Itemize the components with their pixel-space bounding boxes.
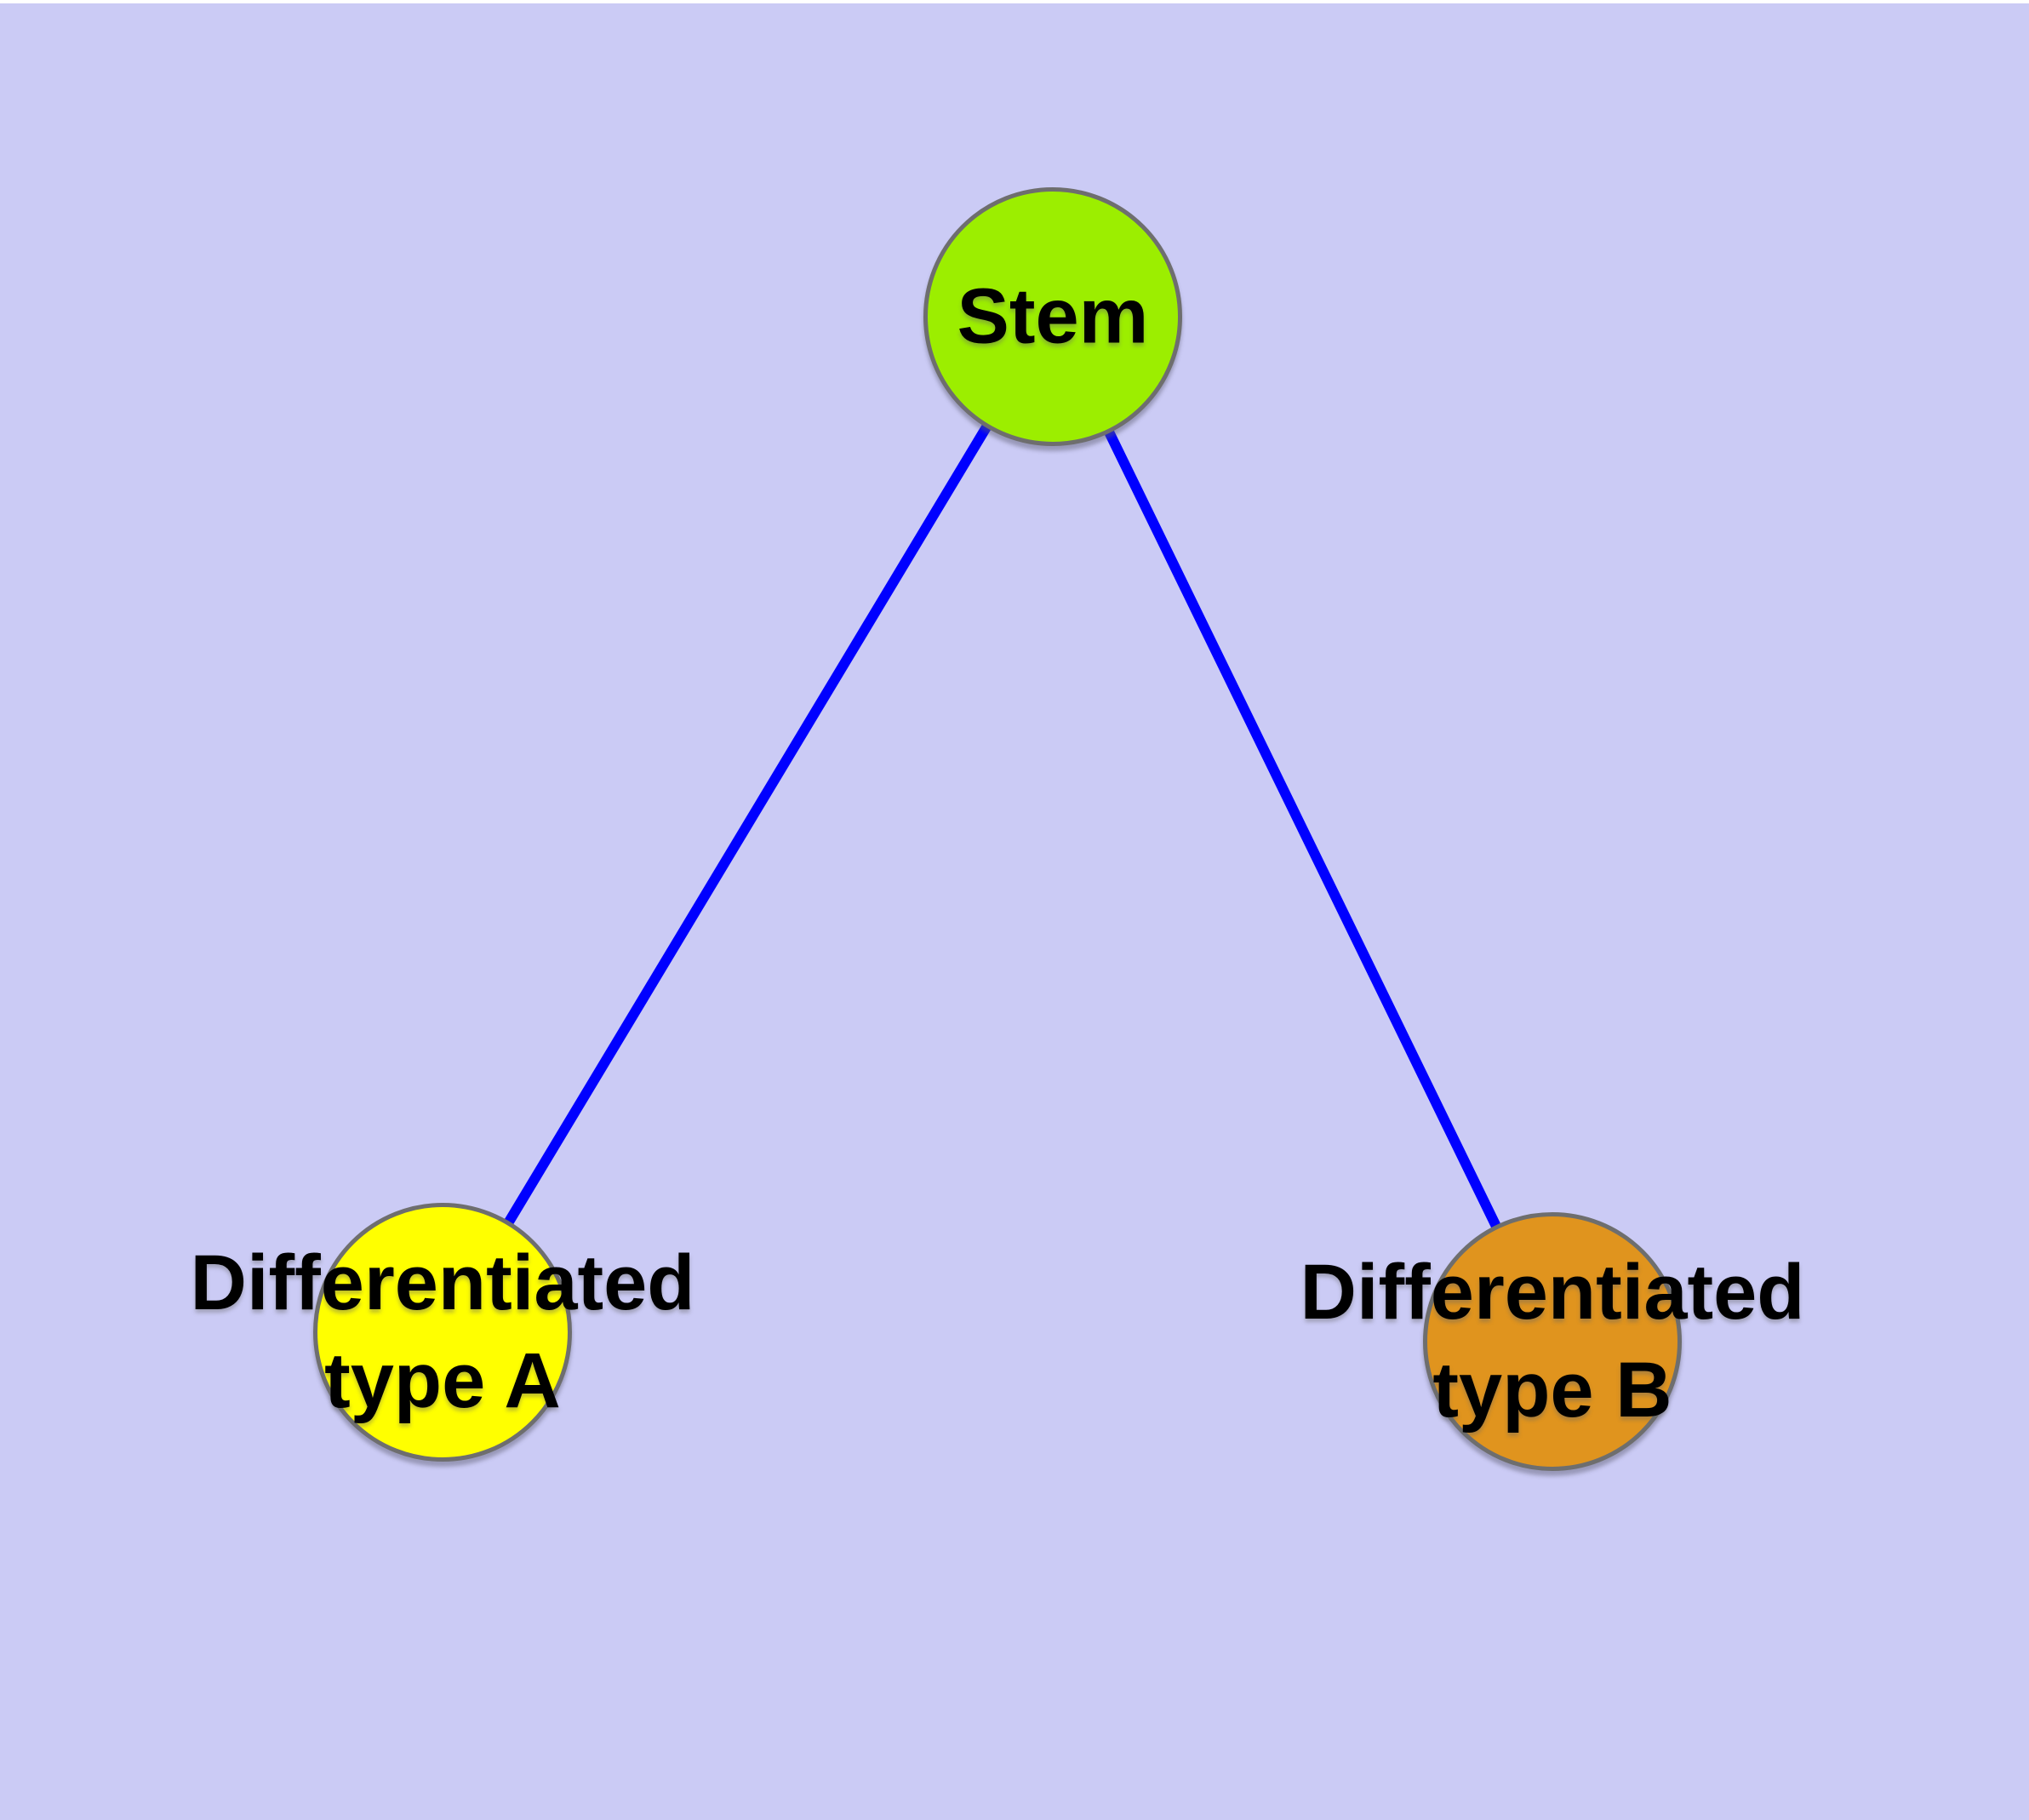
node-stem-label: Stem bbox=[957, 268, 1149, 366]
edge-stem-to-type-b bbox=[1048, 314, 1557, 1344]
node-stem-circle bbox=[923, 187, 1182, 446]
node-type-b-label: Differentiated type B bbox=[1300, 1244, 1805, 1439]
node-type-b-label-line-1: Differentiated bbox=[1300, 1249, 1805, 1336]
node-stem-label-line: Stem bbox=[957, 272, 1149, 360]
top-strip bbox=[0, 0, 2029, 3]
node-type-a-circle bbox=[313, 1203, 572, 1462]
node-type-b-label-line-2: type B bbox=[1432, 1347, 1672, 1434]
node-type-a-label-line-2: type A bbox=[324, 1337, 561, 1424]
node-type-a-label: Differentiated type A bbox=[191, 1234, 695, 1430]
edge-stem-to-type-a bbox=[437, 313, 1058, 1336]
node-type-a-label-line-1: Differentiated bbox=[190, 1239, 695, 1326]
node-type-b-circle bbox=[1423, 1212, 1682, 1471]
